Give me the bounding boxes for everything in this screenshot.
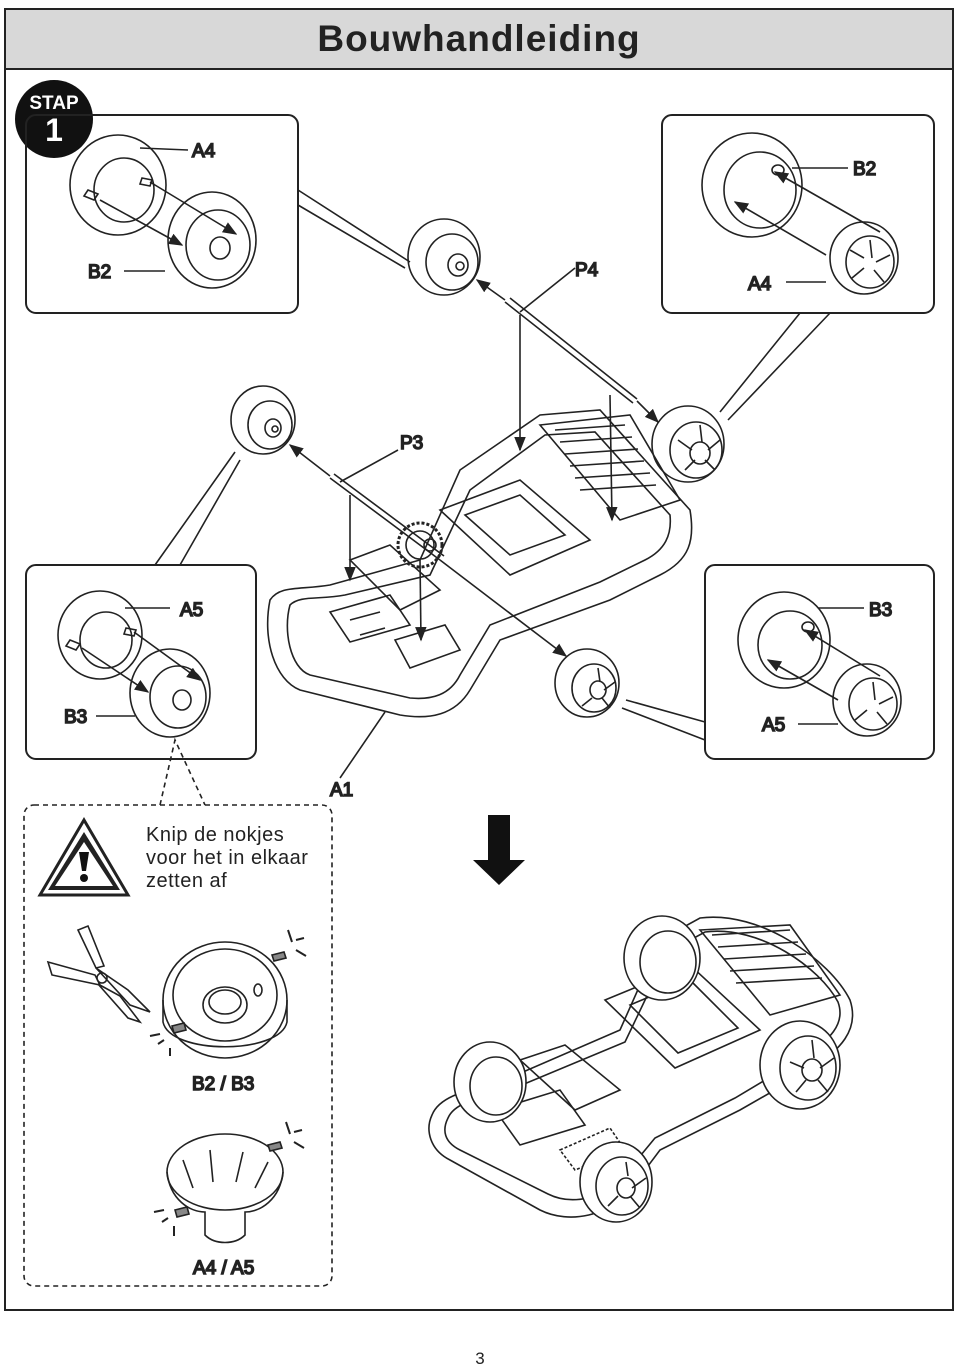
- gear: [396, 521, 444, 569]
- label-ml-a5: A5: [180, 600, 203, 621]
- wheel-front-right-assembled: [651, 405, 725, 483]
- axle-p3: [288, 444, 568, 657]
- warning-line-2: voor het in elkaar: [146, 847, 309, 869]
- assembled-wheel-rear-right: [579, 1141, 653, 1223]
- wheel-front-left-assembled: [407, 218, 481, 296]
- detail-ml-parts: [57, 590, 211, 738]
- wheel-rear-right-assembled: [554, 648, 620, 718]
- detail-mr-parts: [737, 591, 902, 737]
- detail-box-mid-right: [704, 564, 935, 760]
- label-mr-b3: B3: [869, 600, 892, 621]
- step-word: STAP: [29, 93, 79, 114]
- page-title: Bouwhandleiding: [317, 18, 641, 59]
- assembled-wheel-front-right: [759, 1020, 841, 1110]
- page-number: 3: [475, 1349, 485, 1368]
- label-tr-b2: B2: [853, 159, 876, 180]
- a1-leader: [339, 711, 386, 779]
- wheel-rear-left-assembled: [230, 385, 296, 455]
- warning-triangle-icon: [37, 817, 131, 897]
- label-tl-a4: A4: [192, 141, 216, 162]
- warning-text: Knip de nokjes voor het in elkaar zetten…: [146, 824, 308, 893]
- label-p4: P4: [575, 260, 599, 281]
- label-part-b2b3: B2 / B3: [192, 1074, 254, 1095]
- step-number: 1: [45, 112, 63, 148]
- warning-line-1: Knip de nokjes: [146, 824, 285, 846]
- label-mr-a5: A5: [762, 715, 785, 736]
- label-part-a4a5: A4 / A5: [193, 1258, 254, 1279]
- detail-tl-parts: [69, 134, 257, 289]
- p3-leader: [339, 449, 399, 483]
- axle-p4: [475, 279, 660, 522]
- label-p3: P3: [400, 433, 423, 454]
- label-tr-a4: A4: [748, 274, 772, 295]
- part-a4a5-illustration: [153, 1121, 305, 1244]
- detail-tr-parts: [701, 132, 899, 295]
- label-tl-b2: B2: [88, 262, 111, 283]
- page-header: Bouwhandleiding: [4, 8, 954, 70]
- assembled-wheel-rear-left: [453, 1041, 527, 1123]
- detail-box-mid-left: [25, 564, 257, 760]
- label-ml-b3: B3: [64, 707, 87, 728]
- warning-line-3: zetten af: [146, 870, 228, 892]
- pliers-icon: [46, 924, 151, 1024]
- label-a1: A1: [330, 780, 353, 801]
- assembled-wheel-front-left: [623, 915, 701, 1001]
- warning-box: [23, 804, 333, 1287]
- p4-leader: [519, 267, 576, 313]
- part-b2b3-illustration: [149, 929, 307, 1059]
- step-badge: STAP 1: [15, 80, 93, 158]
- detail-box-top-right: [661, 114, 935, 314]
- callout-pointers: [154, 189, 831, 806]
- chassis-a1: [266, 409, 693, 718]
- detail-box-top-left: [25, 114, 299, 314]
- down-arrow-icon: [473, 815, 525, 885]
